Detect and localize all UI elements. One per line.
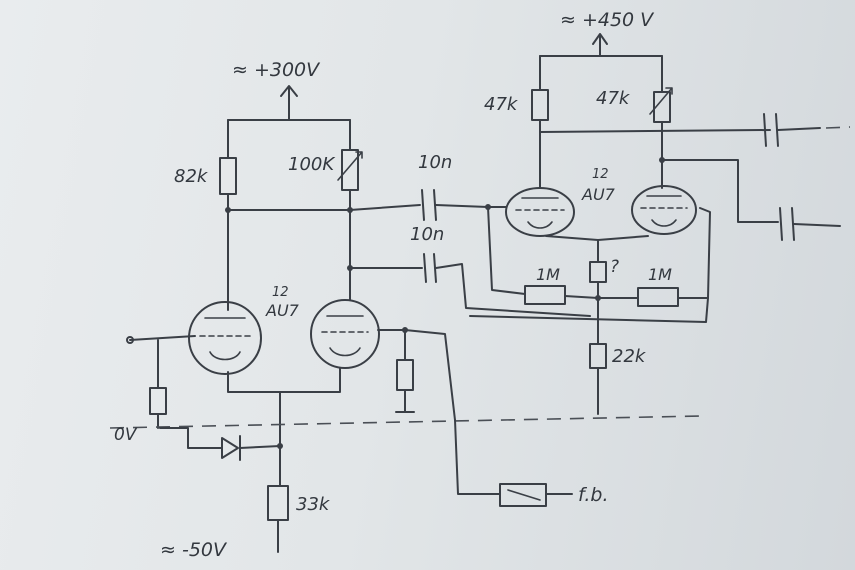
wire-out-bottom	[661, 159, 779, 223]
resistor-47k-right-arrow	[649, 87, 673, 115]
resistor-100k-arrow	[337, 151, 363, 181]
wire-diode-out	[239, 445, 281, 449]
resistor-1m-right	[637, 287, 679, 307]
resistor-47k-left	[531, 89, 549, 121]
label-cap-top: 10n	[418, 152, 452, 173]
supply-450v-arrow	[592, 33, 608, 57]
feedback-resistor	[499, 483, 547, 507]
label-feedback: f.b.	[578, 484, 609, 506]
label-1m-right: 1M	[648, 265, 672, 284]
resistor-33k-body	[267, 485, 289, 521]
label-unknown: ?	[610, 257, 619, 277]
node-dot	[347, 265, 353, 271]
ground-grid2	[395, 389, 415, 413]
resistor-1m-left	[524, 285, 566, 305]
label-left-tube-type: AU7	[265, 301, 300, 320]
wire-cathodes	[227, 367, 341, 393]
capacitor-bottom	[423, 253, 591, 317]
label-cap-bottom: 10n	[410, 224, 444, 245]
wire-right-cathodes	[545, 235, 649, 241]
supply-300v-arrow	[280, 85, 298, 121]
wire-right-grid	[377, 329, 456, 421]
output-capacitor-top	[763, 113, 851, 147]
grid2-resistor	[396, 359, 414, 391]
label-plus-300v: ≈ +300V	[232, 59, 321, 81]
right-triode-b	[631, 185, 697, 235]
label-47k-left: 47k	[484, 94, 519, 115]
label-22k: 22k	[612, 346, 647, 367]
resistor-unknown	[589, 261, 607, 283]
input-wire	[129, 335, 196, 341]
wire-bias-return	[469, 297, 709, 323]
diode	[221, 435, 241, 461]
resistor-82k-body	[219, 157, 237, 195]
node-dot	[659, 157, 665, 163]
node-dot	[277, 443, 283, 449]
label-minus-50v: ≈ -50V	[160, 539, 228, 561]
label-left-tube-number: 12	[272, 285, 289, 300]
wire-diode	[159, 427, 223, 449]
wire-out-top	[539, 129, 771, 133]
wire-1m-left	[487, 206, 526, 295]
label-82k: 82k	[174, 166, 209, 187]
label-right-tube-type: AU7	[581, 185, 616, 204]
right-triode-a	[505, 187, 575, 237]
left-triode-a	[188, 301, 262, 375]
ground-line	[109, 415, 701, 429]
grid-resistor	[149, 387, 167, 415]
wire-plate-to-cap1	[227, 204, 421, 211]
label-1m-left: 1M	[536, 265, 560, 284]
output-capacitor-bottom	[779, 207, 841, 241]
capacitor-top	[421, 189, 489, 221]
input-terminal	[126, 336, 134, 344]
wire-1m-mid	[564, 295, 639, 299]
label-47k-right: 47k	[596, 88, 631, 109]
wire-1m-right	[677, 207, 711, 299]
label-33k: 33k	[296, 494, 331, 515]
label-100k: 100K	[288, 154, 335, 175]
wire-feedback	[454, 419, 501, 495]
resistor-22k	[589, 343, 607, 369]
label-right-tube-number: 12	[592, 167, 609, 182]
node-dot	[225, 207, 231, 213]
left-triode-b	[310, 299, 380, 369]
label-zero-v: 0V	[114, 425, 138, 445]
label-plus-450v: ≈ +450 V	[560, 9, 655, 31]
node-dot	[347, 207, 353, 213]
resistor-100k-body	[341, 149, 359, 191]
